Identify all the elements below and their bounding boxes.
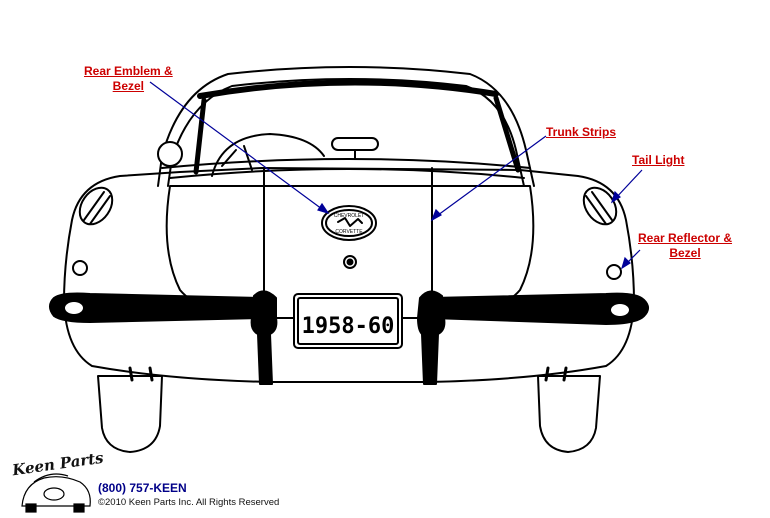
license-plate-text: 1958-60 — [302, 314, 395, 339]
right-tail-light — [582, 186, 618, 226]
callout-rear-emblem-line2: Bezel — [112, 79, 145, 93]
right-rear-reflector — [606, 264, 622, 280]
keen-parts-logo-car — [21, 473, 91, 513]
callout-rear-reflector-line1: Rear Reflector & — [638, 231, 733, 245]
rear-view-mirror — [331, 137, 379, 151]
left-tail-light — [78, 186, 114, 226]
callout-tail-light[interactable]: Tail Light — [632, 153, 684, 168]
callout-rear-reflector-line2: Bezel — [669, 246, 701, 260]
windshield-pillar-right — [493, 95, 521, 173]
callout-trunk-strips-label: Trunk Strips — [546, 125, 617, 139]
left-bumperette — [250, 290, 278, 385]
copyright-notice: ©2010 Keen Parts Inc. All Rights Reserve… — [98, 497, 280, 508]
right-bumperette — [417, 290, 446, 385]
callout-tail-light-label: Tail Light — [632, 153, 685, 167]
windshield-frame — [157, 66, 535, 187]
leader-trunk-strips — [433, 135, 547, 219]
left-bumper — [49, 292, 263, 323]
steering-wheel — [211, 133, 325, 177]
leader-rear-emblem — [149, 81, 327, 213]
emblem-text-top: CHEVROLET — [334, 213, 365, 219]
side-mirror — [157, 141, 183, 167]
windshield-pillar-left — [193, 97, 207, 175]
callout-rear-reflector[interactable]: Rear Reflector & Bezel — [638, 231, 732, 261]
phone-number[interactable]: (800) 757-KEEN — [98, 481, 187, 495]
left-rear-tire — [97, 375, 163, 453]
body-outline — [63, 167, 635, 383]
emblem-text-bottom: CORVETTE — [335, 229, 363, 235]
callout-trunk-strips[interactable]: Trunk Strips — [546, 125, 616, 140]
callout-rear-emblem[interactable]: Rear Emblem & Bezel — [84, 64, 173, 94]
left-rear-reflector — [72, 260, 88, 276]
right-bumper — [431, 292, 649, 325]
callout-rear-emblem-line1: Rear Emblem & — [84, 64, 173, 78]
right-rear-tire — [537, 375, 601, 453]
license-plate-frame — [293, 293, 403, 349]
